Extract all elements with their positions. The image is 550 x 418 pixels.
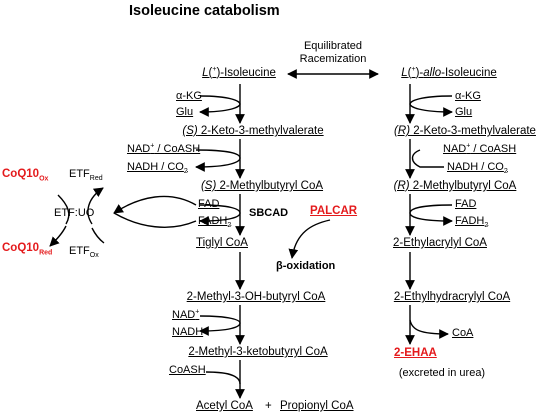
ethylacrylyl-coa: 2-Ethylacrylyl CoA [393,237,487,249]
fadh2-to-etf-curve [113,212,197,228]
l-isoleucine: L(+)-Isoleucine [202,66,276,79]
acetyl-coa: Acetyl CoA [196,400,253,412]
coash-left: CoASH [169,364,206,376]
glu-left: Glu [176,106,194,118]
racemization-label-1: Equilibrated [303,40,363,52]
alpha-kg-right: α-KG [455,90,481,102]
etf-cycle-top [87,187,104,225]
nadh-co2-right: NADH / CO2 [447,161,508,176]
fad-fadh2-curve-right [409,204,453,226]
nad-nadh-curve-right [411,149,444,168]
etf-cycle-bottom [91,227,105,244]
propionyl-coa: Propionyl CoA [280,400,354,412]
nad-nadh-curve-left-2 [199,315,241,336]
coa-curve-right [409,319,449,339]
coq-cycle-left-top [57,194,70,225]
coq10-ox: CoQ10Ox [2,168,49,183]
coash-curve-left [205,371,241,385]
palcar-label: PALCAR [310,205,358,217]
etf-to-fad-curve [113,195,197,214]
sbcad-enzyme: SBCAD [249,207,289,219]
tiglyl-coa: Tiglyl CoA [196,237,248,249]
nad-left-2: NAD+ [172,308,200,321]
alpha-kg-left: α-KG [176,90,202,102]
nad-coash-right: NAD+ / CoASH [443,142,517,155]
excreted-note: (excreted in urea) [398,367,486,379]
etf-ox: ETFOx [69,245,99,260]
coq10-red: CoQ10Red [2,242,53,257]
akg-glu-curve-left [199,95,241,117]
glu-right: Glu [455,106,473,118]
akg-glu-curve-right [409,95,453,117]
ehaa-label: 2-EHAA [394,347,437,359]
r-methylbutyryl-coa: (R) 2-Methylbutyryl CoA [393,180,517,192]
fad-fadh2-curve-left [199,204,241,226]
nadh-co2-left: NADH / CO2 [127,161,188,176]
page-title: Isoleucine catabolism [129,3,280,19]
fad-left: FAD [198,198,220,210]
coa-right: CoA [452,327,474,339]
r-keto-methylvalerate: (R) 2-Keto-3-methylvalerate [394,125,536,137]
methyl-oh-butyryl-coa: 2-Methyl-3-OH-butyryl CoA [186,291,326,303]
etf-red: ETFRed [69,168,103,183]
nadh-left-2: NADH [172,326,204,338]
palcar-to-beta-ox [288,219,331,259]
beta-oxidation-label: β-oxidation [276,260,336,272]
fad-right: FAD [455,198,477,210]
fadh2-right: FADH2 [455,215,489,230]
racemization-label-2: Racemization [299,53,367,65]
etf-uo: ETF:UO [54,207,95,219]
fadh2-left: FADH2 [198,215,232,230]
nad-nadh-curve-left [195,149,241,172]
coq-cycle-left-bottom [49,225,67,247]
l-allo-isoleucine: L(+)-allo-Isoleucine [401,66,497,79]
plus-sign: + [265,400,272,412]
ethylhydracrylyl-coa: 2-Ethylhydracrylyl CoA [393,291,511,303]
s-methylbutyryl-coa: (S) 2-Methylbutyryl CoA [200,180,324,192]
nad-coash-left: NAD+ / CoASH [127,142,201,155]
methyl-ketobutyryl-coa: 2-Methyl-3-ketobutyryl CoA [188,346,328,358]
s-keto-methylvalerate: (S) 2-Keto-3-methylvalerate [182,125,324,137]
